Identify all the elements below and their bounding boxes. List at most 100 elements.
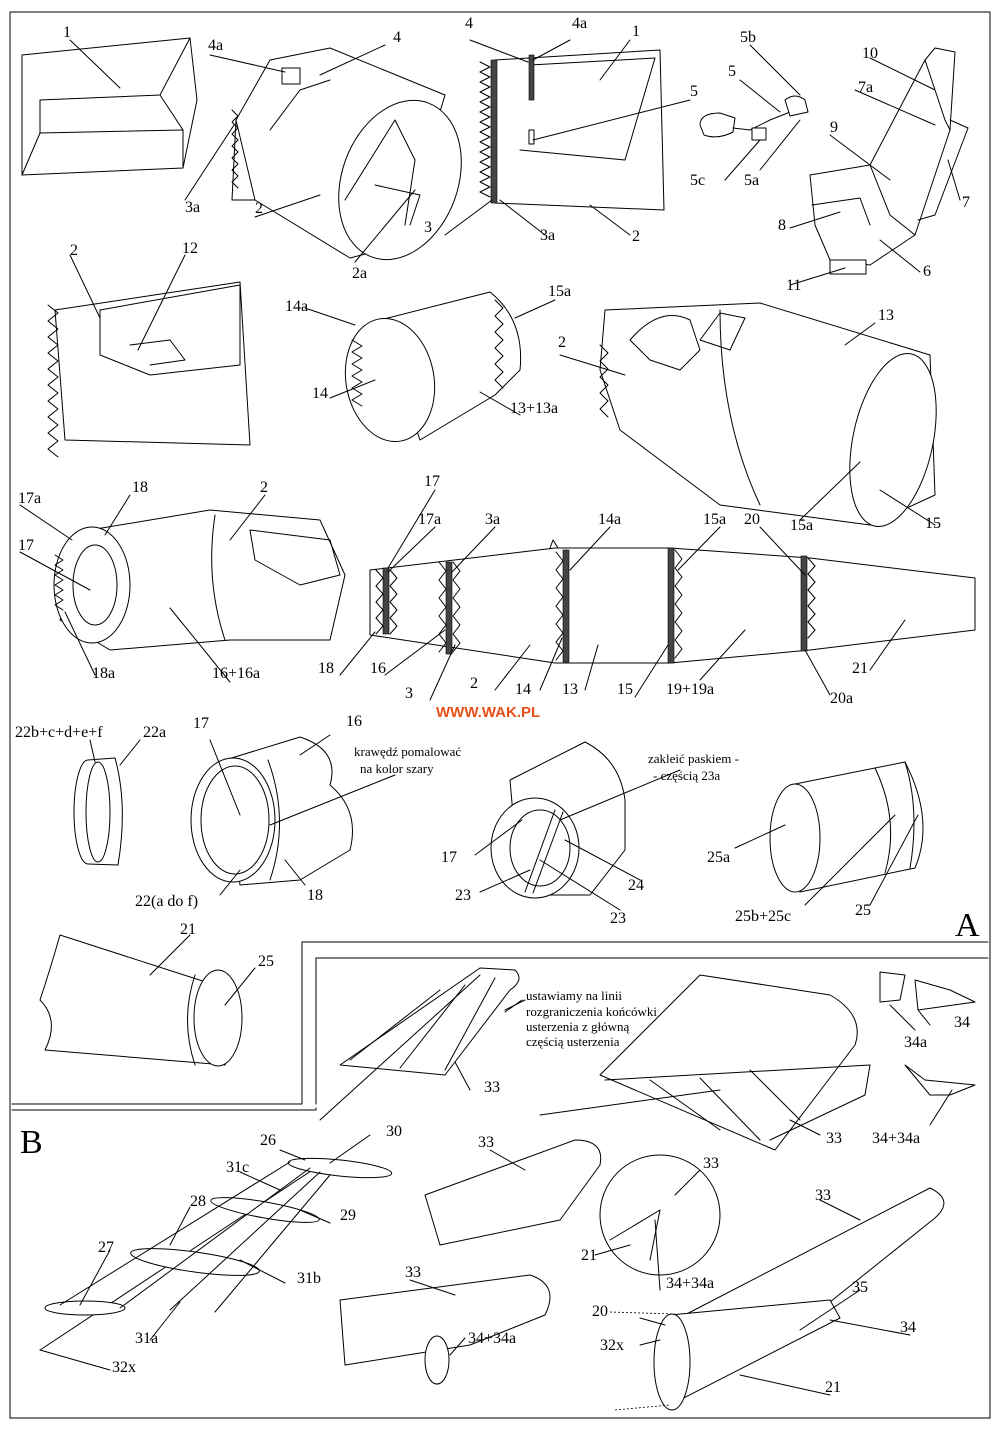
label-14-fus: 14 — [515, 681, 531, 698]
label-21-c: 21 — [825, 1379, 841, 1396]
label-19-19a: 19+19a — [666, 681, 714, 698]
label-33-b1: 33 — [478, 1134, 494, 1151]
note-glue-1: zakleić paskiem - — [648, 751, 739, 766]
label-4a: 4a — [208, 37, 223, 54]
label-25a: 25a — [707, 849, 730, 866]
label-14a: 14a — [285, 298, 308, 315]
part-6-seat — [809, 47, 969, 275]
label-34-34a-b: 34+34a — [468, 1330, 516, 1347]
label-5c: 5c — [690, 172, 705, 189]
label-34-34a-circle: 34+34a — [666, 1275, 714, 1292]
part-16-18-ring-open — [190, 736, 353, 886]
label-32x-c: 32x — [600, 1337, 624, 1354]
label-15a-fus: 15a — [703, 511, 726, 528]
part-14-ring — [344, 291, 522, 443]
label-25bc: 25b+25c — [735, 908, 791, 925]
label-2-fus: 2 — [470, 675, 478, 692]
label-23-left: 23 — [455, 887, 471, 904]
label-3a-fus: 3a — [485, 511, 500, 528]
label-35: 35 — [852, 1279, 868, 1296]
stab-33-a — [424, 1139, 602, 1246]
label-1-panel: 1 — [632, 23, 640, 40]
label-3-panel: 3 — [424, 219, 432, 236]
label-31c: 31c — [226, 1159, 249, 1176]
label-22bf: 22b+c+d+e+f — [15, 724, 103, 741]
note-align-2: rozgraniczenia końcówki — [526, 1004, 657, 1019]
note-align-3: usterzenia z główną — [526, 1019, 629, 1034]
label-29: 29 — [340, 1207, 356, 1224]
label-10: 10 — [862, 45, 878, 62]
part-1-tub — [21, 37, 198, 176]
label-21-circle: 21 — [581, 1247, 597, 1264]
label-34-c: 34 — [900, 1319, 916, 1336]
label-33-c: 33 — [815, 1187, 831, 1204]
label-2-cone: 2 — [70, 242, 78, 259]
note-align-1: ustawiamy na linii — [526, 988, 622, 1003]
label-34-34a-top: 34+34a — [872, 1130, 920, 1147]
label-1: 1 — [63, 24, 71, 41]
label-7: 7 — [962, 194, 970, 211]
label-33-frame: 33 — [484, 1079, 500, 1096]
section-b-border — [11, 1107, 317, 1111]
label-17-glue: 17 — [441, 849, 457, 866]
label-3a-panel: 3a — [540, 227, 555, 244]
label-5a: 5a — [744, 172, 759, 189]
part-2-cone — [47, 281, 251, 458]
leader-lines — [19, 39, 961, 1396]
part-17-23-24-ring — [490, 741, 626, 899]
label-2-nose: 2 — [260, 479, 268, 496]
label-13-13a: 13+13a — [510, 400, 558, 417]
label-22af: 22(a do f) — [135, 893, 198, 910]
section-a-border — [11, 941, 989, 1105]
label-17a: 17a — [18, 490, 41, 507]
label-11: 11 — [786, 277, 801, 294]
label-33-b2: 33 — [405, 1264, 421, 1281]
label-23-right: 23 — [610, 910, 626, 927]
label-14: 14 — [312, 385, 328, 402]
fuselage-assembly — [369, 539, 976, 664]
note-edge-paint-1: krawędź pomalować — [354, 744, 461, 759]
part-2-drum — [231, 47, 462, 261]
label-20: 20 — [744, 511, 760, 528]
label-17: 17 — [18, 537, 34, 554]
section-a-label: A — [955, 907, 980, 944]
label-25-inset: 25 — [258, 953, 274, 970]
part-25-tailcone — [769, 761, 924, 893]
part-33-fin-frame — [319, 967, 520, 1121]
part-16-nose — [53, 509, 346, 651]
label-8: 8 — [778, 217, 786, 234]
label-22a: 22a — [143, 724, 166, 741]
label-4a-panel: 4a — [572, 15, 587, 32]
label-3-fus: 3 — [405, 685, 413, 702]
label-31a: 31a — [135, 1330, 158, 1347]
label-33-large: 33 — [826, 1130, 842, 1147]
label-13-fus: 13 — [562, 681, 578, 698]
part-33-fin-large — [539, 974, 871, 1151]
part-21-25-inset — [39, 934, 243, 1067]
label-15: 15 — [925, 515, 941, 532]
label-26: 26 — [260, 1132, 276, 1149]
label-16-fus: 16 — [370, 660, 386, 677]
label-32x-b: 32x — [112, 1359, 136, 1376]
section-a-inset-border — [315, 957, 989, 1105]
label-18-fus: 18 — [318, 660, 334, 677]
part-5-stick — [699, 95, 809, 141]
label-20-c: 20 — [592, 1303, 608, 1320]
label-16-16a: 16+16a — [212, 665, 260, 682]
part-labels: 1 4a 4 3a 2 2a 4 4a 1 5 3 3a 2 5b 5 5c 5… — [15, 15, 980, 1396]
label-14a-fus: 14a — [598, 511, 621, 528]
label-31b: 31b — [297, 1270, 321, 1287]
label-6: 6 — [923, 263, 931, 280]
label-12: 12 — [182, 240, 198, 257]
part-22-rings — [73, 757, 123, 866]
label-5: 5 — [728, 63, 736, 80]
label-18a: 18a — [92, 665, 115, 682]
label-2: 2 — [255, 200, 263, 217]
label-4: 4 — [393, 29, 401, 46]
label-18-ring: 18 — [307, 887, 323, 904]
label-16-ring: 16 — [346, 713, 362, 730]
label-13: 13 — [878, 307, 894, 324]
label-33-circle: 33 — [703, 1155, 719, 1172]
label-30: 30 — [386, 1123, 402, 1140]
